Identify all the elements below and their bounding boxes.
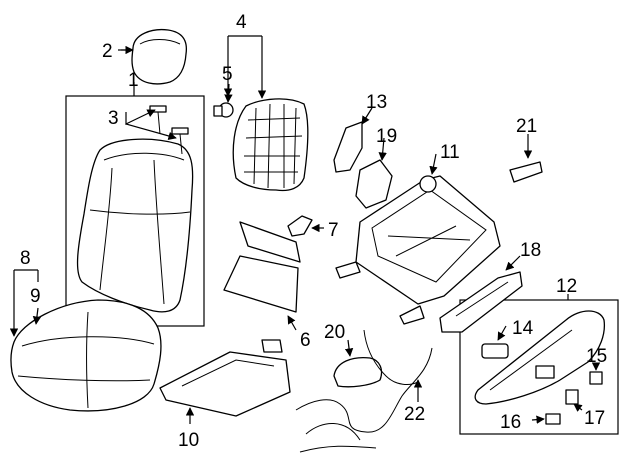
callout-21: 21 <box>516 116 537 137</box>
callout-18: 18 <box>520 240 541 261</box>
callout-11: 11 <box>440 142 460 163</box>
switch-part-14 <box>481 343 509 359</box>
bracket-part-19 <box>355 159 393 209</box>
callout-12: 12 <box>556 276 577 297</box>
callout-3: 3 <box>108 108 119 129</box>
headrest-part <box>131 28 188 85</box>
callout-19: 19 <box>376 126 397 147</box>
seat-track-part <box>335 175 501 325</box>
callout-13: 13 <box>366 92 387 113</box>
cover-part-20 <box>333 356 383 388</box>
seat-back-cushion-part <box>76 138 194 313</box>
callout-6: 6 <box>300 330 311 351</box>
leader-lines <box>9 35 601 424</box>
seat-pan-part <box>159 339 291 417</box>
callout-1: 1 <box>128 70 139 91</box>
callout-4: 4 <box>236 12 247 33</box>
callout-9: 9 <box>30 286 41 307</box>
panel-part-13 <box>333 121 363 173</box>
back-board-part <box>223 221 301 313</box>
seat-back-frame-part <box>232 98 309 192</box>
knob-part-17 <box>565 389 579 405</box>
callout-17: 17 <box>584 408 605 429</box>
callout-22: 22 <box>404 404 425 425</box>
knob-part-16 <box>545 413 561 425</box>
callout-14: 14 <box>512 318 534 339</box>
rail-cover-part <box>439 271 523 333</box>
clip-part-5 <box>213 102 234 118</box>
callout-labels: 1 2 3 4 5 6 7 8 9 10 11 12 13 14 15 16 1… <box>20 12 607 451</box>
callout-10: 10 <box>178 430 199 451</box>
callout-15: 15 <box>586 346 607 367</box>
knob-part-15 <box>589 371 603 385</box>
callout-8: 8 <box>20 248 31 269</box>
callout-5: 5 <box>222 64 233 85</box>
callout-7: 7 <box>328 220 339 241</box>
bracket-part-7 <box>287 215 313 237</box>
callout-20: 20 <box>324 322 345 343</box>
side-trim-part <box>474 310 606 405</box>
side-trim-group-box <box>459 299 619 435</box>
bracket-part-21 <box>509 161 543 183</box>
callout-2: 2 <box>102 41 113 62</box>
callout-16: 16 <box>500 412 521 433</box>
wire-harness-part <box>295 329 433 453</box>
seat-cushion-part <box>10 299 162 412</box>
